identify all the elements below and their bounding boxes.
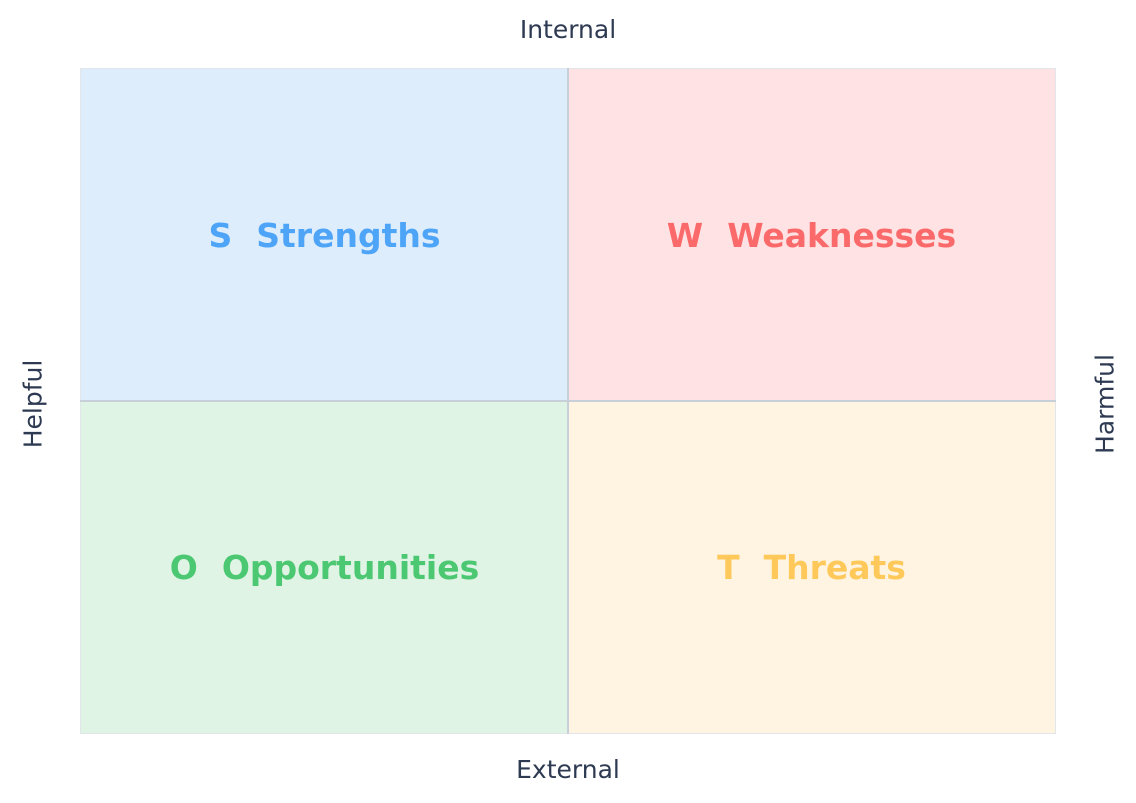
quadrant-weaknesses: W Weaknesses — [568, 68, 1056, 401]
opportunities-letter: O — [169, 547, 198, 587]
threats-label: Threats — [763, 547, 906, 587]
axis-label-harmful: Harmful — [1090, 354, 1120, 454]
quadrant-opportunities: O Opportunities — [80, 401, 568, 734]
axis-label-internal: Internal — [519, 15, 617, 44]
quadrant-strengths: S Strengths — [80, 68, 568, 401]
opportunities-label: Opportunities — [221, 547, 480, 587]
weaknesses-label: Weaknesses — [727, 215, 957, 255]
strengths-label: Strengths — [256, 215, 441, 255]
strengths-letter: S — [208, 215, 233, 255]
weaknesses-letter: W — [666, 215, 704, 255]
threats-letter: T — [717, 547, 740, 587]
axis-label-external: External — [516, 755, 620, 784]
quadrant-threats: T Threats — [568, 401, 1056, 734]
axis-label-helpful: Helpful — [18, 359, 48, 449]
horizontal-divider — [80, 400, 1056, 402]
